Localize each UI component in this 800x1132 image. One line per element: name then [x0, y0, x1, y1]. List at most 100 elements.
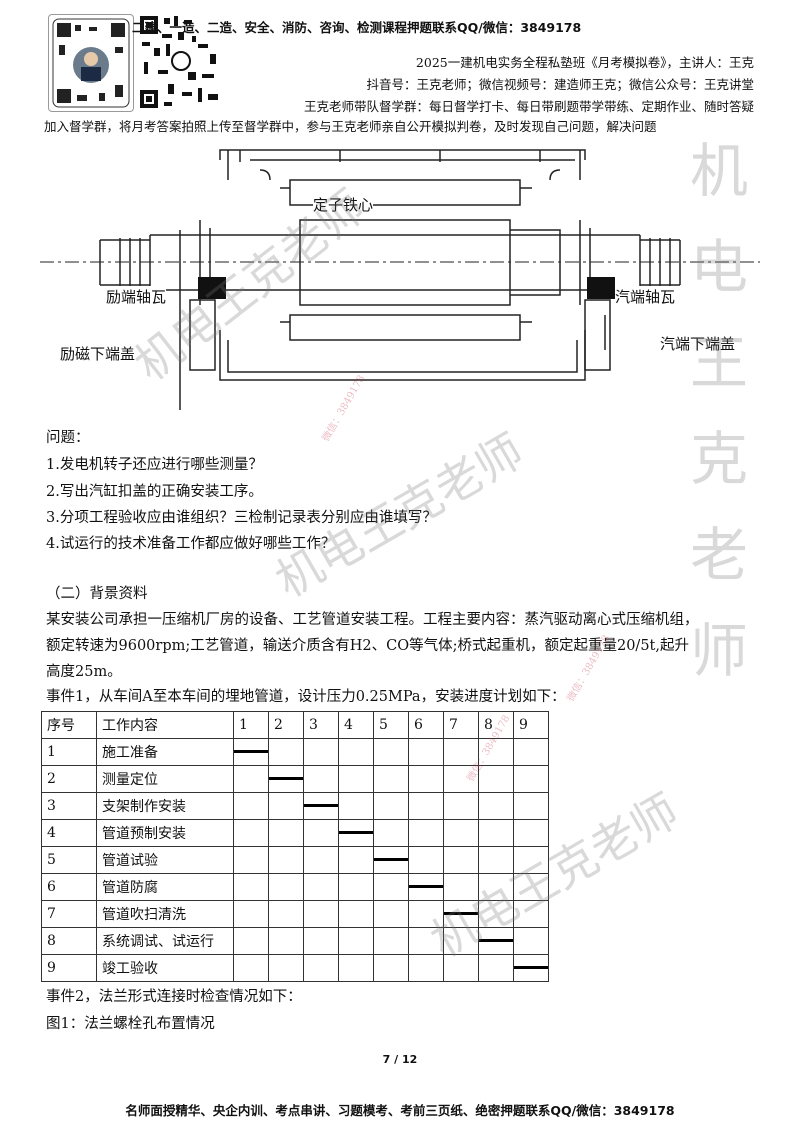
- schedule-bar: [269, 777, 303, 780]
- day-cell: [373, 738, 409, 766]
- header-course-title: 2025一建机电实务全程私塾班《月考模拟卷》，主讲人：王克: [415, 55, 754, 70]
- day-cell: [408, 954, 444, 982]
- day-cell: [268, 819, 304, 847]
- day-cell: [443, 927, 479, 955]
- generator-rotor-diagram: [40, 149, 760, 410]
- day-cell: [233, 954, 269, 982]
- day-cell: [443, 792, 479, 820]
- day-cell: [513, 927, 549, 955]
- day-cell: [443, 846, 479, 874]
- header-no: 序号: [41, 711, 97, 739]
- row-work-content: 管道预制安装: [96, 819, 234, 847]
- label-steam-bearing: 汽端轴瓦: [615, 286, 676, 307]
- row-number: 2: [41, 765, 97, 793]
- day-cell: [303, 954, 339, 982]
- day-cell: [408, 900, 444, 928]
- day-cell: [513, 792, 549, 820]
- day-cell: [268, 792, 304, 820]
- row-work-content: 竣工验收: [96, 954, 234, 982]
- header-study-group: 王克老师带队督学群：每日督学打卡、每日带刷题带学带练、定期作业、随时答疑: [303, 99, 754, 114]
- header-day-1: 1: [233, 711, 269, 739]
- day-cell: [233, 846, 269, 874]
- row-number: 8: [41, 927, 97, 955]
- day-cell: [513, 873, 549, 901]
- day-cell: [303, 792, 339, 820]
- day-cell: [513, 846, 549, 874]
- row-work-content: 管道防腐: [96, 873, 234, 901]
- background-paragraph-line-1: 某安装公司承担一压缩机厂房的设备、工艺管道安装工程。工程主要内容：蒸汽驱动离心式…: [46, 612, 699, 628]
- background-paragraph-line-3: 高度25m。: [46, 664, 122, 680]
- row-work-content: 测量定位: [96, 765, 234, 793]
- header-social-accounts: 抖音号：王克老师；微信视频号：建造师王克；微信公众号：王克讲堂: [366, 77, 754, 92]
- day-cell: [303, 927, 339, 955]
- header-day-4: 4: [338, 711, 374, 739]
- row-number: 7: [41, 900, 97, 928]
- row-number: 4: [41, 819, 97, 847]
- header-day-5: 5: [373, 711, 409, 739]
- schedule-bar: [479, 939, 513, 942]
- day-cell: [478, 927, 514, 955]
- day-cell: [408, 927, 444, 955]
- label-steam-end-cover: 汽端下端盖: [660, 333, 736, 354]
- day-cell: [443, 954, 479, 982]
- schedule-bar: [304, 804, 338, 807]
- day-cell: [303, 846, 339, 874]
- day-cell: [338, 900, 374, 928]
- day-cell: [373, 846, 409, 874]
- day-cell: [338, 873, 374, 901]
- row-work-content: 管道吹扫清洗: [96, 900, 234, 928]
- day-cell: [443, 819, 479, 847]
- label-exciter-end-cover: 励磁下端盖: [60, 343, 136, 364]
- event-1-description: 事件1，从车间A至本车间的埋地管道，设计压力0.25MPa，安装进度计划如下：: [46, 689, 566, 705]
- day-cell: [513, 819, 549, 847]
- header-day-3: 3: [303, 711, 339, 739]
- row-number: 9: [41, 954, 97, 982]
- day-cell: [373, 792, 409, 820]
- day-cell: [478, 846, 514, 874]
- schedule-bar: [444, 912, 478, 915]
- wechat-qr-code: [138, 14, 224, 110]
- day-cell: [268, 738, 304, 766]
- day-cell: [408, 819, 444, 847]
- event-2-description: 事件2，法兰形式连接时检查情况如下：: [46, 989, 302, 1005]
- day-cell: [373, 765, 409, 793]
- question-4: 4.试运行的技术准备工作都应做好哪些工作？: [46, 536, 336, 552]
- row-number: 1: [41, 738, 97, 766]
- day-cell: [408, 873, 444, 901]
- day-cell: [478, 792, 514, 820]
- day-cell: [233, 873, 269, 901]
- day-cell: [408, 765, 444, 793]
- header-day-6: 6: [408, 711, 444, 739]
- figure-1-caption: 图1：法兰螺栓孔布置情况: [46, 1016, 215, 1032]
- day-cell: [338, 792, 374, 820]
- schedule-bar: [374, 858, 408, 861]
- footer-promo: 名师面授精华、央企内训、考点串讲、习题模考、考前三页纸、绝密押题联系QQ/微信：…: [125, 1103, 675, 1118]
- day-cell: [443, 873, 479, 901]
- questions-heading: 问题：: [46, 430, 90, 446]
- day-cell: [443, 900, 479, 928]
- row-number: 6: [41, 873, 97, 901]
- day-cell: [268, 846, 304, 874]
- schedule-bar: [514, 966, 548, 969]
- day-cell: [478, 900, 514, 928]
- day-cell: [338, 927, 374, 955]
- row-number: 5: [41, 846, 97, 874]
- douyin-qr-code: [48, 14, 134, 112]
- day-cell: [233, 900, 269, 928]
- day-cell: [233, 927, 269, 955]
- day-cell: [268, 927, 304, 955]
- day-cell: [408, 846, 444, 874]
- row-work-content: 支架制作安装: [96, 792, 234, 820]
- day-cell: [268, 954, 304, 982]
- row-work-content: 系统调试、试运行: [96, 927, 234, 955]
- day-cell: [233, 792, 269, 820]
